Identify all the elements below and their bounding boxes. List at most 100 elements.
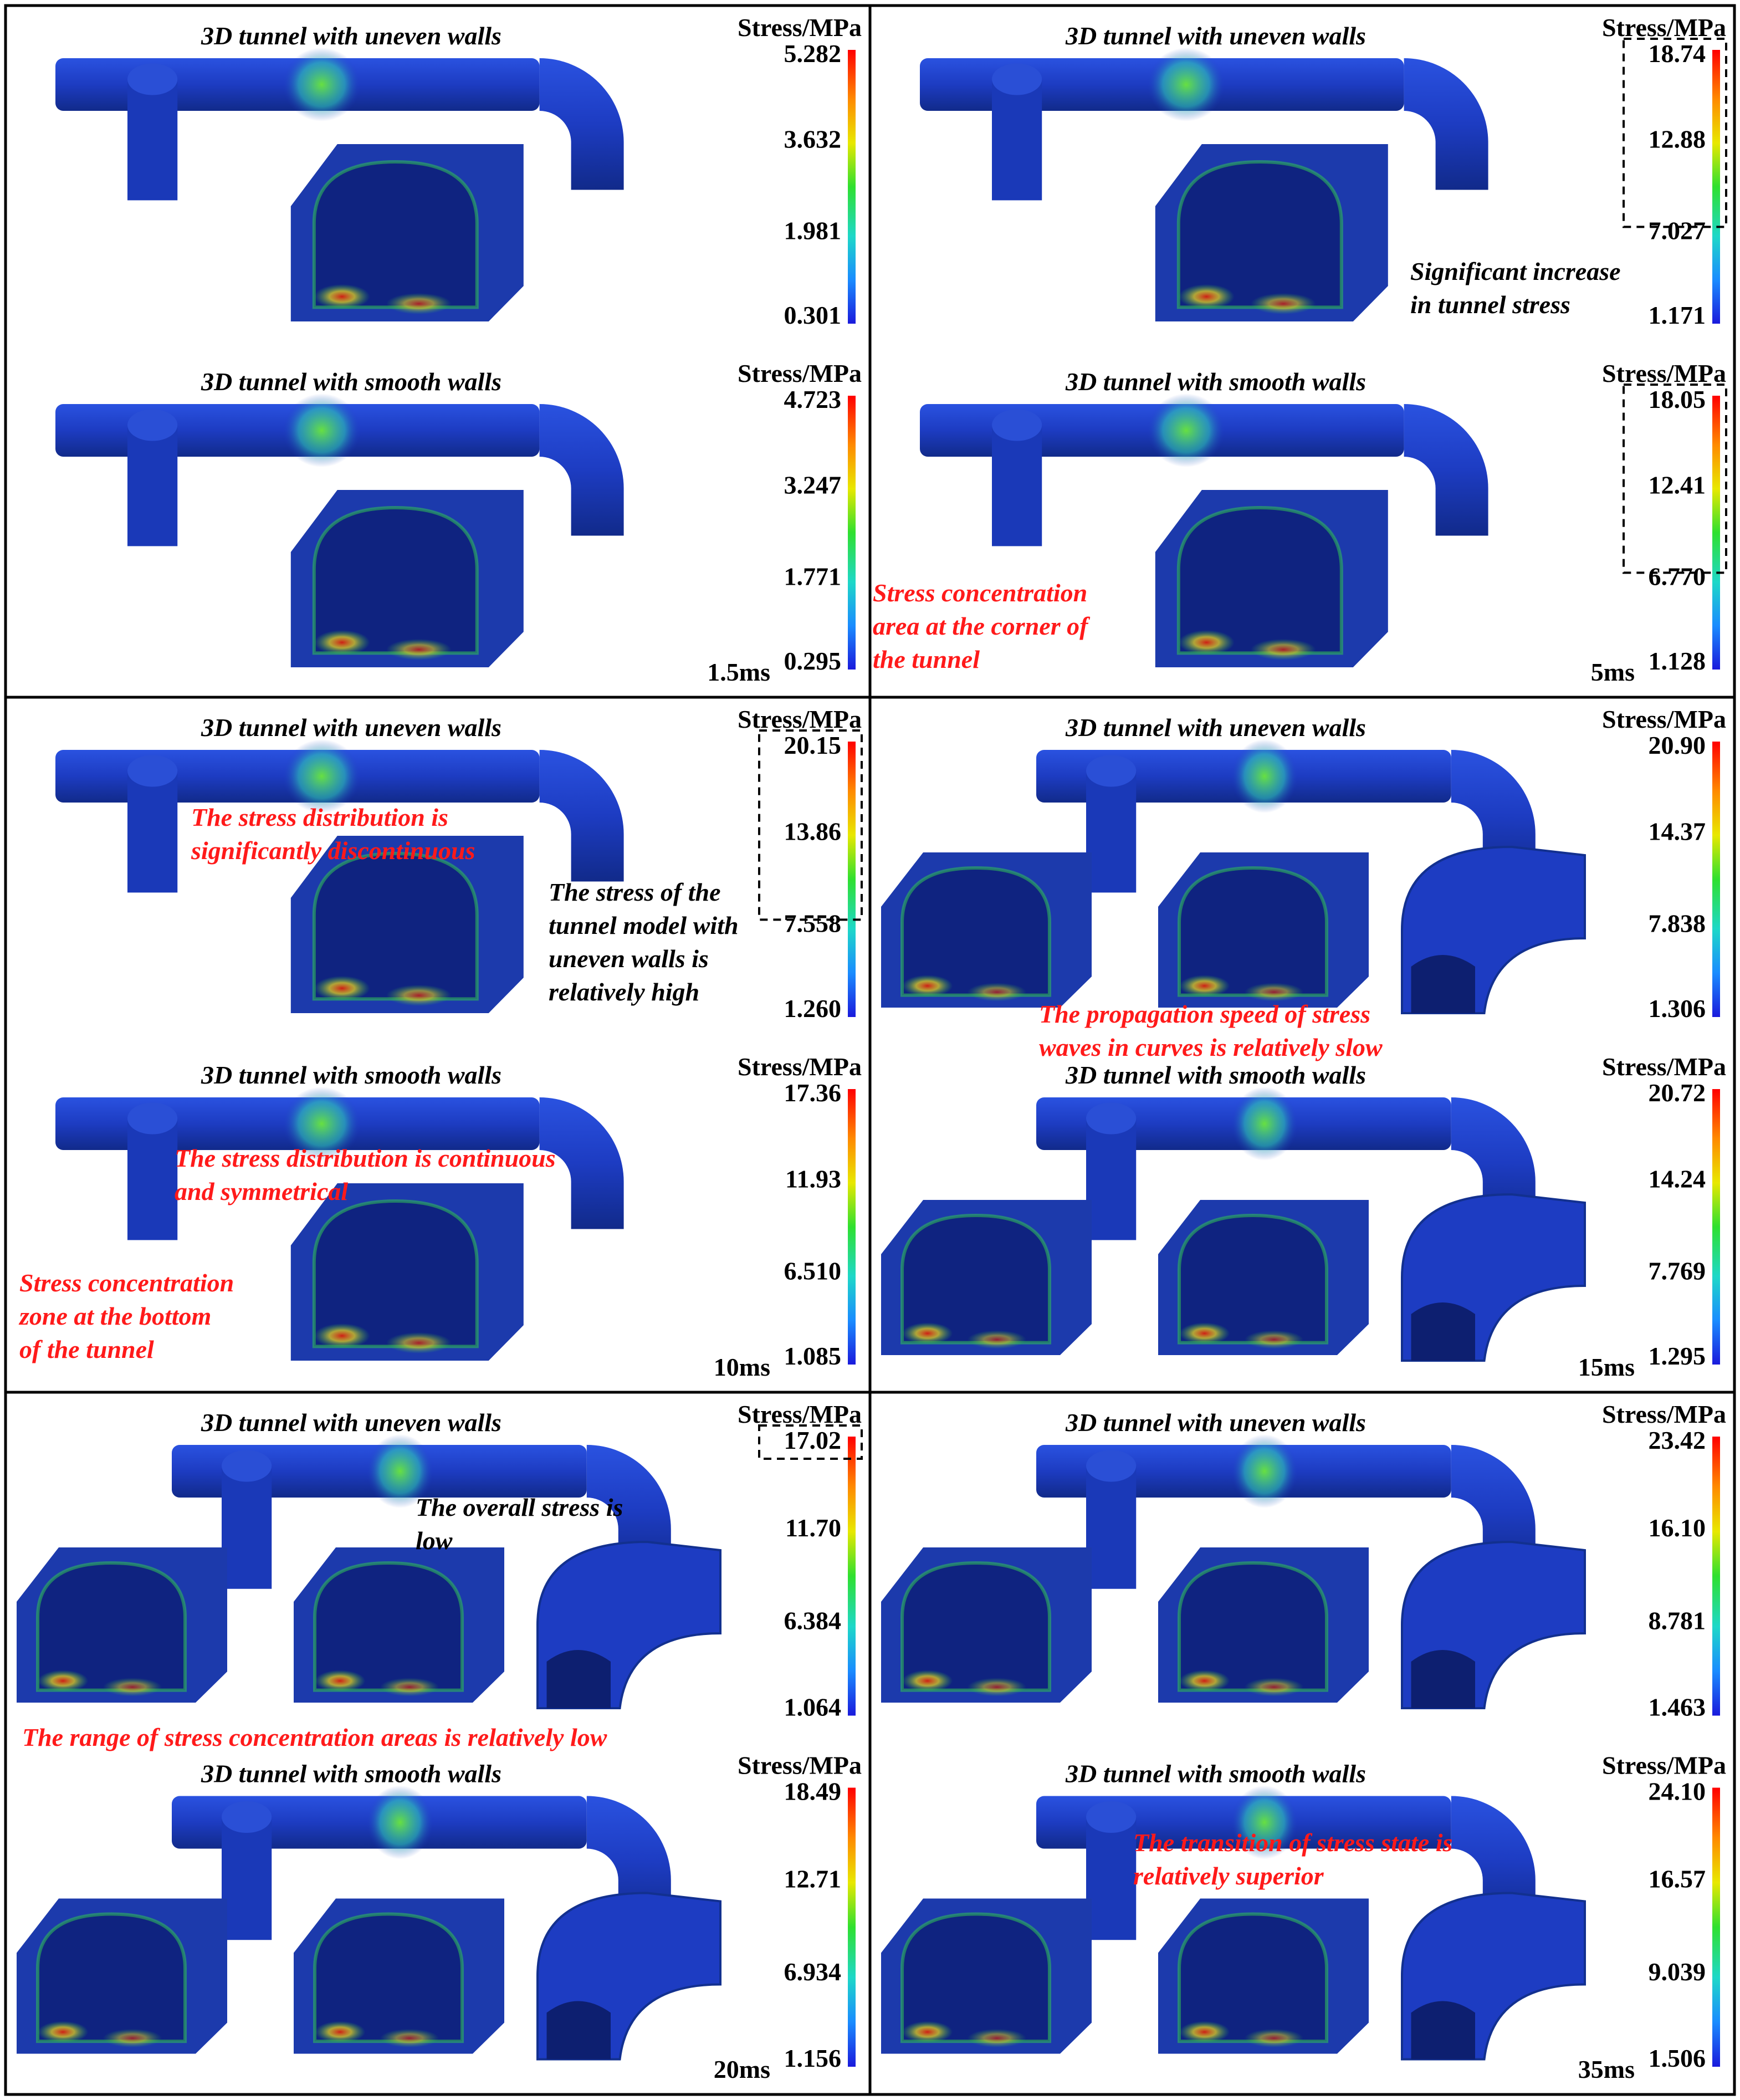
colorbar-tick-label: 5.282 <box>784 39 842 68</box>
colorbar <box>1712 1787 1720 2067</box>
stress-hotspot <box>380 2029 439 2048</box>
stress-hotspot <box>1178 284 1235 309</box>
tunnel-shaft <box>1086 1118 1137 1240</box>
stress-band <box>1231 739 1298 813</box>
stress-hotspot <box>314 1323 370 1348</box>
tunnel-shaft-cap <box>992 63 1042 95</box>
colorbar-tick-label: 8.781 <box>1649 1607 1706 1635</box>
stress-hotspot <box>386 1332 452 1354</box>
scale-label: Stress/MPa <box>738 13 862 42</box>
tunnel-bend <box>539 750 624 882</box>
stress-hotspot <box>386 638 452 661</box>
stress-hotspot <box>1251 293 1316 315</box>
scale-label: Stress/MPa <box>1602 359 1726 387</box>
colorbar-tick-label: 12.41 <box>1649 471 1706 499</box>
stress-hotspot <box>1244 2029 1304 2048</box>
colorbar <box>848 1437 856 1716</box>
colorbar <box>848 1089 856 1365</box>
stress-hotspot <box>1179 1670 1230 1692</box>
scale-label: Stress/MPa <box>1602 13 1726 42</box>
tunnel-shaft <box>127 425 178 546</box>
tunnel-shaft-cap <box>1086 1801 1137 1833</box>
scale-label: Stress/MPa <box>1602 1400 1726 1428</box>
section-arch <box>1178 1912 1328 2043</box>
colorbar <box>848 50 856 324</box>
scale-label: Stress/MPa <box>738 1751 862 1780</box>
colorbar-tick-label: 12.88 <box>1649 125 1706 154</box>
stress-hotspot <box>103 2029 162 2048</box>
scale-label: Stress/MPa <box>738 705 862 733</box>
stress-hotspot <box>1251 638 1316 661</box>
section-arch <box>900 1213 1051 1345</box>
colorbar-tick-label: 11.93 <box>785 1165 841 1193</box>
section-arch <box>312 505 479 655</box>
section-arch <box>36 1561 187 1692</box>
colorbar-tick-label: 1.064 <box>784 1693 842 1721</box>
scale-label: Stress/MPa <box>1602 1052 1726 1081</box>
bottom-panel-title: 3D tunnel with smooth walls <box>1065 1760 1366 1788</box>
colorbar <box>1712 1437 1720 1716</box>
tunnel-bend <box>1404 404 1488 536</box>
colorbar <box>848 742 856 1017</box>
stress-band <box>366 1434 433 1508</box>
colorbar-tick-label: 20.72 <box>1649 1079 1706 1107</box>
top-panel-title: 3D tunnel with uneven walls <box>201 1408 501 1437</box>
colorbar-tick-label: 4.723 <box>784 385 842 413</box>
stress-band <box>1231 1434 1298 1508</box>
colorbar-tick-label: 9.039 <box>1649 1958 1706 1986</box>
top-panel-title: 3D tunnel with uneven walls <box>1065 22 1366 50</box>
section-arch <box>312 1199 479 1348</box>
stress-hotspot <box>902 1322 953 1345</box>
section-arch <box>900 1912 1051 2043</box>
colorbar-tick-label: 11.70 <box>785 1514 841 1542</box>
bottom-panel-title: 3D tunnel with smooth walls <box>1065 1061 1366 1089</box>
time-stamp: 5ms <box>1591 658 1635 686</box>
stress-hotspot <box>314 630 370 655</box>
annotation-text: The range of stress concentration areas … <box>22 1723 607 1751</box>
tunnel-shaft-cap <box>127 755 178 787</box>
tunnel-shaft <box>222 1817 272 1940</box>
colorbar-tick-label: 1.171 <box>1649 301 1706 329</box>
stress-hotspot <box>902 975 953 997</box>
colorbar-tick-label: 24.10 <box>1649 1777 1706 1806</box>
colorbar-tick-label: 7.769 <box>1649 1256 1706 1285</box>
section-arch <box>36 1912 187 2043</box>
stress-band <box>1147 48 1225 121</box>
colorbar-tick-label: 6.934 <box>784 1958 842 1986</box>
colorbar-tick-label: 3.632 <box>784 125 842 154</box>
colorbar-tick-label: 14.37 <box>1649 817 1706 846</box>
section-arch <box>1176 505 1343 655</box>
colorbar <box>848 1787 856 2067</box>
elbow-opening <box>1411 955 1475 1013</box>
stress-hotspot <box>315 1670 366 1692</box>
stress-band <box>283 48 361 121</box>
elbow-opening <box>546 1650 611 1708</box>
stress-hotspot <box>1244 1330 1304 1349</box>
stress-hotspot <box>1244 1678 1304 1697</box>
stress-band <box>283 739 361 813</box>
stress-hotspot <box>38 2021 89 2043</box>
stress-hotspot <box>967 1330 1027 1349</box>
stress-hotspot <box>1244 983 1304 1002</box>
stress-hotspot <box>902 2021 953 2043</box>
tunnel-shaft-cap <box>1086 1102 1137 1135</box>
section-arch <box>900 1561 1051 1692</box>
tunnel-shaft <box>127 79 178 201</box>
colorbar-tick-label: 16.57 <box>1649 1864 1706 1893</box>
colorbar-tick-label: 0.295 <box>784 647 842 675</box>
bottom-panel-title: 3D tunnel with smooth walls <box>201 1760 501 1788</box>
stress-hotspot <box>967 983 1027 1002</box>
bottom-panel-title: 3D tunnel with smooth walls <box>201 367 501 396</box>
stress-band <box>283 394 361 467</box>
tunnel-shaft-cap <box>127 1102 178 1135</box>
time-stamp: 20ms <box>714 2055 770 2083</box>
stress-hotspot <box>1179 2021 1230 2043</box>
colorbar-tick-label: 13.86 <box>784 817 842 846</box>
stress-hotspot <box>386 984 452 1006</box>
